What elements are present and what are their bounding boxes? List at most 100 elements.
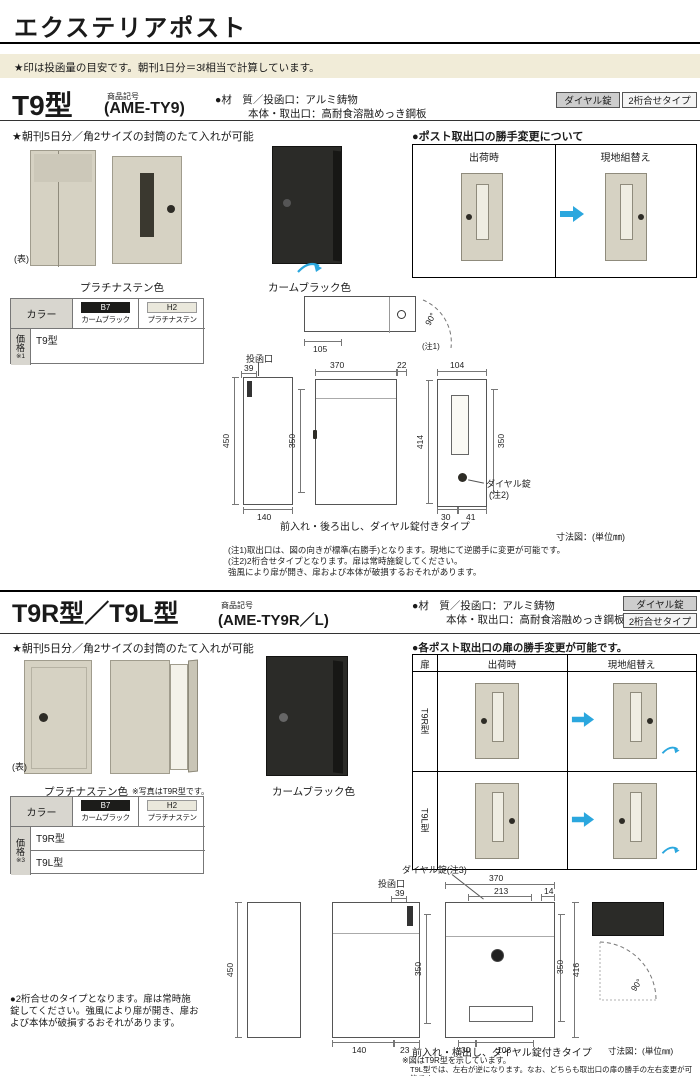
door-frame: [31, 667, 87, 769]
s1-badge-dial-lock: ダイヤル錠: [556, 92, 620, 108]
dim-140: 140: [257, 512, 272, 522]
s1-rear-view: [437, 379, 487, 507]
s1-side-view: [243, 377, 293, 505]
s2-unit-label: 寸法図：(単位㎜): [608, 1046, 674, 1056]
s2-front-label: (表): [12, 762, 27, 772]
dim-39: 39: [395, 888, 405, 898]
post-thumb-t9l-onsite: [613, 783, 657, 859]
s2-swap-title: ●各ポスト取出口の扉の勝手変更が可能です。: [412, 642, 628, 654]
dim-line: [391, 896, 407, 904]
s1-color-header: カラー: [11, 299, 73, 329]
dial-knob: [638, 214, 644, 220]
dim-line: [491, 389, 499, 493]
open-interior: [170, 664, 188, 770]
s2-badge-dial-lock: ダイヤル錠: [623, 596, 697, 611]
s1-note-3: 強風により扉が開き、扉および本体が破損するおそれがあります。: [228, 567, 482, 577]
dim-line: [572, 902, 580, 1038]
s2-swap-col-door: 扉: [420, 660, 430, 671]
s2-swap-row-t9r: T9R型: [419, 708, 430, 735]
mail-window: [620, 184, 633, 240]
row-model-label: T9L型: [36, 858, 64, 869]
s2-color-h2: H2 プラチナステン: [139, 797, 205, 827]
dim-370: 370: [330, 360, 345, 370]
s1-photo-black: [272, 146, 342, 264]
s2-plan-view: [592, 902, 664, 936]
divider: [567, 655, 568, 869]
s1-front-view: [313, 379, 397, 505]
dim-350-side: 350: [413, 961, 423, 977]
s1-platinum-label: プラチナステン色: [80, 282, 164, 294]
price-ref: ※3: [15, 857, 26, 864]
s2-model-title: T9R型／T9L型: [12, 600, 179, 628]
dial-knob: [466, 214, 472, 220]
mail-slot: [407, 906, 413, 926]
dial-knob: [397, 310, 406, 319]
section-divider: [0, 590, 700, 592]
swap-arrow-icon: [571, 712, 595, 727]
post-thumb-t9r-shipping: [475, 683, 519, 759]
dim-104: 104: [450, 360, 465, 370]
dim-14: 14: [544, 886, 554, 896]
s1-front-label: (表): [14, 254, 29, 264]
dial-knob: [491, 949, 504, 962]
s1-color-h2: H2 プラチナステン: [139, 299, 205, 329]
post-thumb-shipping: [461, 173, 503, 261]
dim-line: [298, 389, 306, 493]
dim-350-side: 350: [287, 433, 297, 449]
s2-material-1: ●材 質／投函口：アルミ鋳物: [412, 600, 555, 612]
open-door: [188, 659, 198, 773]
mail-window: [492, 792, 504, 842]
dim-line: [437, 369, 487, 377]
usage-note-strip: ★印は投函量の目安です。朝刊1日分＝3ℓ相当で計算しています。: [0, 54, 700, 78]
dim-105: 105: [313, 344, 328, 354]
s2-front-view: [445, 902, 555, 1038]
s1-unit-label: 寸法図：(単位㎜): [556, 532, 625, 542]
color-chip-b7: B7: [81, 302, 130, 313]
s2-dial-label: ダイヤル錠(注3): [402, 865, 467, 875]
s2-side-view: [332, 902, 420, 1038]
mail-slot: [247, 381, 252, 397]
mail-window: [476, 184, 489, 240]
dial-knob: [39, 713, 48, 722]
s2-platinum-label: プラチナステン色: [44, 786, 128, 798]
s2-photo-platinum-open: [110, 659, 200, 774]
s1-dial-note: (注2): [489, 490, 509, 500]
s1-drawing-caption: 前入れ・後ろ出し、ダイヤル錠付きタイプ: [280, 522, 470, 533]
s2-bottom-note-1: ※図はT9R型を示しています。: [402, 1056, 511, 1065]
dim-30: 30: [441, 512, 451, 522]
door-swing-arc: [422, 299, 452, 349]
s1-dial-label: ダイヤル錠: [486, 479, 531, 489]
page-title: エクステリアポスト: [14, 15, 248, 42]
dim-line: [458, 1040, 476, 1048]
hinge: [313, 430, 317, 439]
s1-model-title: T9型: [12, 90, 73, 121]
s2-feature: ★朝刊5日分／角2サイズの封筒のたて入れが可能: [12, 643, 254, 655]
s2-price-row-t9l: T9L型: [31, 851, 205, 875]
swap-arrow-icon: [571, 812, 595, 827]
s1-price-row-t9: T9型: [31, 329, 205, 365]
s2-photo-note: ※写真はT9R型です。: [132, 787, 210, 796]
s2-swap-col-onsite: 現地組替え: [607, 660, 656, 671]
color-name-h2: プラチナステン: [147, 813, 198, 822]
mail-window: [630, 792, 642, 842]
s1-feature: ★朝刊5日分／角2サイズの封筒のたて入れが可能: [12, 131, 254, 143]
mail-window: [630, 692, 642, 742]
dim-450: 450: [221, 433, 231, 449]
color-name-b7: カームブラック: [81, 315, 130, 324]
s2-code-label: 商品記号: [221, 601, 253, 610]
divider: [413, 671, 696, 672]
dim-414: 414: [415, 434, 425, 450]
s2-swap-col-shipping: 出荷時: [487, 660, 517, 671]
dial-knob: [279, 713, 288, 722]
s1-slot-label: 投函口: [246, 354, 274, 364]
s1-material-1: ●材 質／投函口：アルミ鋳物: [215, 94, 358, 106]
dim-41: 41: [466, 512, 476, 522]
door-swing-arc: [599, 941, 657, 1001]
s2-color-b7: B7 カームブラック: [73, 797, 139, 827]
s2-lock-note: ●2桁合せのタイプとなります。扉は常時施錠してください。強風により扉が開き、扉お…: [10, 994, 199, 1029]
mail-window: [492, 692, 504, 742]
s1-color-b7: B7 カームブラック: [73, 299, 139, 329]
s1-color-price-table: カラー B7 カームブラック H2 プラチナステン 価格 ※1 T9型: [10, 298, 205, 365]
s2-photo-platinum-front: [24, 660, 92, 774]
